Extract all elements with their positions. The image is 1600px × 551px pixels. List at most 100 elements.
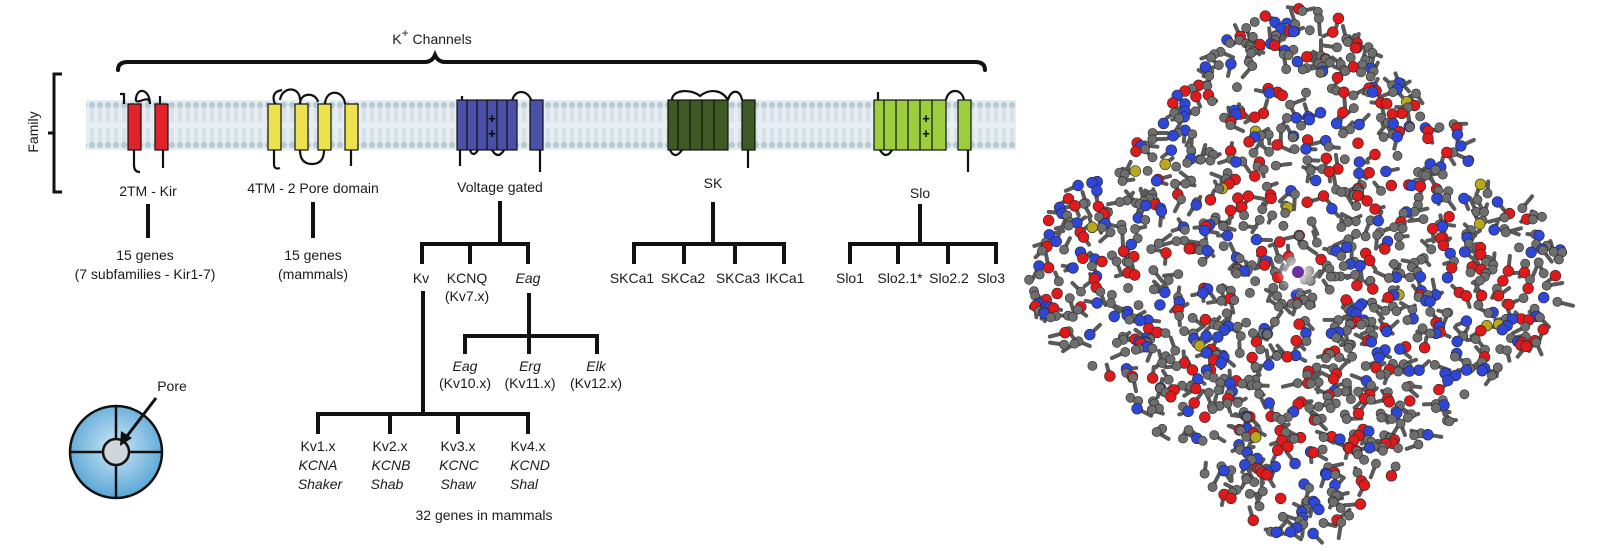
svg-text:+: + [488, 126, 496, 141]
atom [1290, 335, 1302, 347]
atom [1287, 25, 1300, 38]
atom [1182, 405, 1194, 417]
pore-icon [68, 397, 164, 500]
atom [1163, 374, 1174, 385]
atom [1437, 169, 1448, 180]
atom [1392, 150, 1403, 161]
atom [1347, 61, 1360, 73]
atom [1407, 304, 1418, 315]
atom [1147, 134, 1158, 145]
atom [1104, 370, 1116, 382]
atom [1502, 265, 1515, 277]
atom [1281, 351, 1294, 363]
atom [1237, 378, 1248, 389]
atom [1084, 328, 1096, 341]
atom [1324, 284, 1335, 295]
atom [1232, 82, 1242, 93]
atom [1475, 325, 1487, 337]
atom [1244, 488, 1255, 499]
pore-label: Pore [157, 378, 187, 394]
atom [1117, 224, 1128, 235]
atom [1199, 313, 1212, 326]
atom [1190, 106, 1201, 117]
atom [1069, 338, 1080, 349]
atom [1130, 224, 1140, 234]
atom [1182, 157, 1193, 168]
atom [1341, 414, 1352, 424]
atom [1294, 230, 1305, 241]
atom [1380, 165, 1392, 178]
atom [1415, 111, 1426, 122]
atom [1339, 154, 1350, 165]
atom [1497, 275, 1509, 287]
atom [1186, 364, 1199, 376]
atom [1197, 256, 1208, 267]
atom [1128, 372, 1138, 383]
atom [1412, 332, 1423, 343]
atom [1105, 227, 1116, 238]
atom [1533, 229, 1545, 242]
atom [1165, 354, 1176, 365]
atom [1222, 398, 1233, 409]
atom [1218, 221, 1228, 232]
atom [1239, 210, 1249, 221]
atom [1241, 23, 1252, 33]
atom [1131, 403, 1143, 415]
eag-child-name-2: Erg [519, 358, 541, 374]
k2p-genes-line1: 15 genes [284, 247, 342, 263]
kv-child-name-1: Kv1.x [300, 438, 335, 454]
atom [1232, 397, 1243, 408]
atom [1216, 283, 1226, 294]
atom [1147, 152, 1158, 163]
atom [1050, 235, 1062, 248]
kcnq-branch-label: KCNQ [447, 270, 488, 286]
atom [1289, 457, 1301, 470]
atom [1338, 86, 1350, 98]
atom [1393, 443, 1403, 454]
atom [1413, 364, 1425, 376]
atom [1218, 241, 1229, 251]
atom [1271, 351, 1282, 361]
atom [1276, 89, 1288, 102]
atom [1433, 383, 1445, 396]
atom [1328, 497, 1339, 508]
atom [1189, 382, 1202, 395]
atom [1422, 429, 1434, 441]
kv-child-gene-2: KCNB [372, 457, 411, 473]
atom [1393, 366, 1404, 377]
atom [1157, 358, 1167, 368]
atom [1318, 518, 1329, 528]
atom [1262, 359, 1275, 371]
atom [1409, 430, 1420, 441]
atom [1313, 401, 1324, 412]
atom [1165, 391, 1177, 403]
atom [1434, 122, 1445, 133]
atom [1342, 377, 1352, 388]
atom [1238, 221, 1249, 231]
atom [1533, 257, 1544, 268]
atom [1441, 308, 1452, 318]
atom [1444, 416, 1455, 427]
atom [1372, 230, 1383, 240]
kv-child-fly-3: Shaw [440, 476, 476, 492]
atom [1360, 231, 1371, 242]
atom [1336, 187, 1347, 197]
atom [1171, 361, 1182, 372]
atom [1426, 244, 1437, 255]
atom [1531, 337, 1542, 348]
atom [1153, 238, 1164, 249]
eag-child-name-3: Elk [586, 358, 606, 374]
atom [1064, 293, 1075, 304]
atom [1107, 289, 1117, 300]
atom [1391, 306, 1402, 317]
atom [1140, 144, 1150, 154]
k2p-family-label: 4TM - 2 Pore domain [247, 180, 379, 196]
atom [1475, 289, 1488, 302]
atom [1378, 445, 1388, 456]
atom [1270, 526, 1283, 538]
slo-family-label: Slo [910, 185, 930, 201]
atom [1499, 212, 1510, 223]
kv-gene-note: 32 genes in mammals [416, 507, 553, 523]
atom [1130, 145, 1142, 158]
